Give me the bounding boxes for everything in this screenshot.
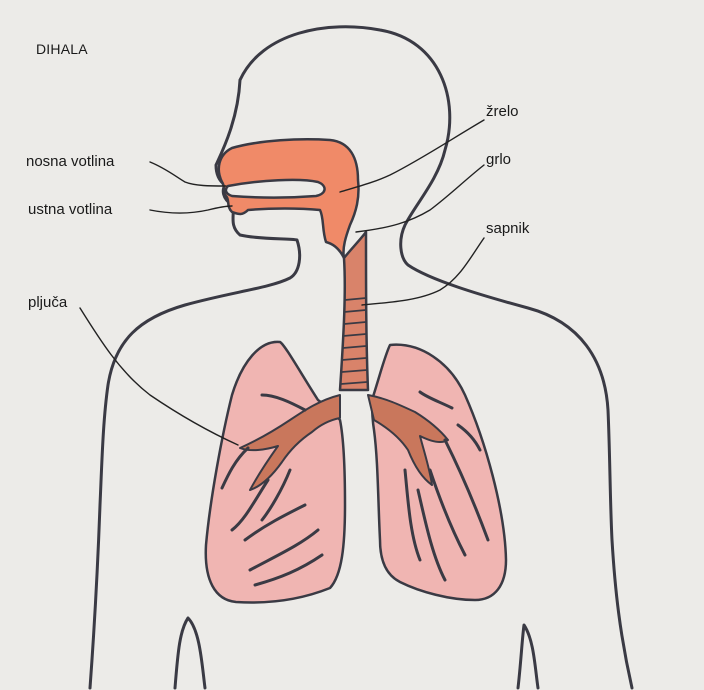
label-grlo: grlo [486,151,511,169]
label-zrelo: žrelo [486,103,519,121]
label-ustna-votlina: ustna votlina [28,201,112,219]
left-lung [206,342,345,603]
label-sapnik: sapnik [486,220,529,238]
pointer-sapnik [362,238,484,305]
pointer-zrelo [340,120,484,192]
pointer-ustna-votlina [150,206,232,213]
label-nosna-votlina: nosna votlina [26,153,114,171]
right-lung [372,345,506,600]
label-pljuca: pljuča [28,294,67,312]
diagram-title: DIHALA [36,40,88,58]
